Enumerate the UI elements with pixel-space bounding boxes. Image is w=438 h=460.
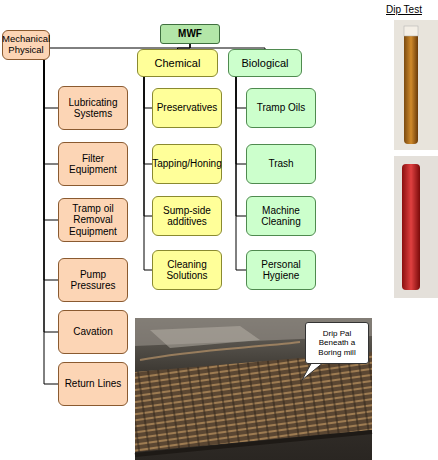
node-text: Cavation	[73, 326, 112, 338]
photo-label: Dip Test	[386, 4, 422, 15]
tree-connector	[236, 77, 246, 216]
node-text: Return Lines	[65, 378, 122, 390]
factor-box: Lubricating Systems	[58, 86, 128, 130]
drip-pan-photo	[135, 318, 372, 460]
node-text: Lubricating Systems	[62, 97, 124, 120]
tree-connector	[44, 60, 58, 332]
factor-box: Personal Hygiene	[246, 250, 316, 290]
tree-connector	[144, 77, 152, 216]
node-text: Personal Hygiene	[250, 259, 312, 282]
factor-box: Machine Cleaning	[246, 196, 316, 236]
factor-box: Tramp Oils	[246, 88, 316, 128]
tree-connector	[44, 60, 58, 108]
node-text: Preservatives	[157, 102, 218, 114]
factor-box: Tapping/Honing	[152, 144, 222, 184]
factor-box: Cleaning Solutions	[152, 250, 222, 290]
factor-box: Sump-side additives	[152, 196, 222, 236]
factor-box: Return Lines	[58, 362, 128, 406]
node-text: Tapping/Honing	[152, 158, 222, 170]
tree-connector	[144, 77, 152, 108]
root-box: MWF	[160, 24, 220, 44]
node-text: MWF	[178, 28, 202, 40]
dip-test-photo	[394, 20, 438, 150]
category-box: Chemical	[137, 49, 218, 77]
tree-connector	[50, 44, 190, 48]
node-text: Cleaning Solutions	[156, 259, 218, 282]
factor-box: Tramp oil Removal Equipment	[58, 198, 128, 242]
tree-connector	[44, 60, 58, 280]
tree-connector	[236, 77, 246, 270]
tree-connector	[144, 77, 152, 164]
tree-connector	[44, 60, 58, 220]
factor-box: Preservatives	[152, 88, 222, 128]
callout-box: Drip Pal Beneath a Boring mill	[305, 322, 369, 364]
node-text: Chemical	[155, 57, 201, 70]
tree-connector	[236, 77, 246, 108]
node-text: Biological	[241, 57, 288, 70]
category-box: Mechanical Physical	[2, 30, 50, 60]
node-text: Sump-side additives	[156, 205, 218, 228]
node-text: Pump Pressures	[62, 269, 124, 292]
node-text: Tramp Oils	[257, 102, 306, 114]
tree-connector	[236, 77, 246, 164]
callout-pointer	[302, 362, 324, 380]
dip-test-photo	[394, 156, 438, 298]
tree-connector	[144, 77, 152, 270]
node-text: Filter Equipment	[62, 153, 124, 176]
factor-box: Trash	[246, 144, 316, 184]
tree-connector	[44, 60, 58, 384]
tree-connector	[44, 60, 58, 164]
node-text: Trash	[268, 158, 293, 170]
node-text: Machine Cleaning	[250, 205, 312, 228]
node-text: Tramp oil Removal Equipment	[62, 203, 124, 238]
node-text: Drip Pal Beneath a Boring mill	[309, 329, 365, 357]
factor-box: Cavation	[58, 310, 128, 354]
factor-box: Pump Pressures	[58, 258, 128, 302]
category-box: Biological	[228, 49, 302, 77]
factor-box: Filter Equipment	[58, 142, 128, 186]
node-text: Mechanical Physical	[2, 34, 50, 56]
